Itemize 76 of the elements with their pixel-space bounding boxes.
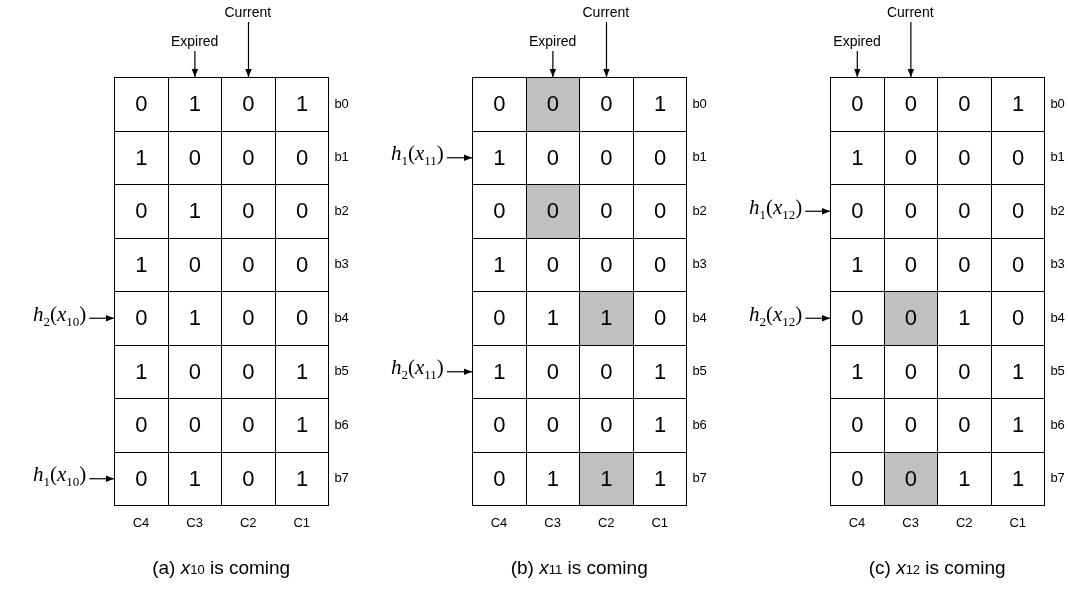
row-label: b7 — [334, 470, 349, 487]
row-label: b5 — [692, 363, 707, 380]
hash-label: h$_{1}$(x$_{10}$) — [33, 461, 87, 496]
row-label: b2 — [692, 202, 707, 219]
column-label: C3 — [185, 515, 204, 531]
row-label: b1 — [1050, 149, 1065, 166]
row-label: b0 — [692, 95, 707, 112]
column-label: C2 — [954, 515, 974, 531]
pointer-label: Expired — [833, 33, 881, 50]
row-label: b5 — [334, 363, 349, 380]
bit-cell: 0 — [114, 451, 169, 506]
row-label: b4 — [334, 309, 349, 326]
arrow — [446, 368, 473, 376]
row-label: b0 — [334, 95, 349, 112]
hash-label: h$_{1}$(x$_{12}$) — [749, 193, 803, 228]
bit-cell: 0 — [472, 451, 527, 506]
row-label: b3 — [334, 256, 349, 273]
bit-cell: 1 — [990, 451, 1046, 506]
row-label: b2 — [334, 202, 349, 219]
pointer-label: Current — [886, 4, 934, 21]
bit-cell: 0 — [883, 291, 939, 346]
row-label: b1 — [692, 149, 707, 166]
column-label: C1 — [650, 515, 670, 531]
row-label: b7 — [1050, 470, 1065, 487]
column-label: C3 — [901, 515, 920, 531]
row-label: b3 — [692, 256, 707, 273]
column-label: C3 — [543, 515, 562, 531]
pointer-label: Current — [582, 4, 630, 21]
hash-label: h$_{1}$(x$_{11}$) — [391, 140, 444, 175]
arrow — [446, 154, 473, 162]
column-label: C2 — [596, 515, 616, 531]
row-label: b7 — [692, 470, 707, 487]
bit-cell: 0 — [883, 451, 939, 506]
arrow — [804, 314, 831, 322]
column-label: C4 — [847, 515, 867, 531]
pointer-label: Expired — [170, 33, 219, 50]
arrow — [245, 21, 252, 78]
row-label: b5 — [1050, 363, 1065, 380]
bit-cell: 1 — [274, 77, 330, 132]
arrow — [804, 207, 831, 215]
bit-cell: 1 — [579, 451, 634, 506]
bit-cell: 1 — [274, 451, 330, 506]
row-label: b6 — [692, 416, 707, 433]
column-label: C1 — [292, 515, 312, 531]
bit-cell: 1 — [990, 77, 1046, 132]
pointer-label: Current — [224, 4, 272, 21]
hash-label: h$_{2}$(x$_{11}$) — [391, 354, 444, 389]
arrow — [88, 314, 115, 322]
column-label: C4 — [489, 515, 509, 531]
row-label: b4 — [1050, 309, 1065, 326]
column-label: C2 — [238, 515, 258, 531]
bit-cell: 0 — [830, 77, 885, 132]
row-label: b6 — [1050, 416, 1065, 433]
column-label: C4 — [131, 515, 151, 531]
row-label: b2 — [1050, 202, 1065, 219]
arrow — [907, 21, 915, 78]
arrow — [191, 50, 199, 78]
row-label: b0 — [1050, 95, 1065, 112]
bit-cell: 1 — [632, 451, 688, 506]
bit-cell: 1 — [579, 291, 634, 346]
pointer-label: Expired — [528, 33, 577, 50]
arrow — [88, 475, 115, 483]
arrow — [549, 50, 557, 78]
column-label: C1 — [1008, 515, 1028, 531]
bit-cell: 0 — [114, 77, 169, 132]
hash-label: h$_{2}$(x$_{10}$) — [33, 300, 87, 335]
bit-cell: 0 — [525, 184, 581, 239]
bit-cell: 0 — [525, 77, 581, 132]
row-label: b1 — [334, 149, 349, 166]
row-label: b6 — [334, 416, 349, 433]
row-label: b4 — [692, 309, 707, 326]
row-label: b3 — [1050, 256, 1065, 273]
bit-cell: 1 — [632, 77, 688, 132]
hash-label: h$_{2}$(x$_{12}$) — [749, 300, 803, 335]
arrow — [603, 21, 610, 78]
arrow — [853, 50, 861, 78]
